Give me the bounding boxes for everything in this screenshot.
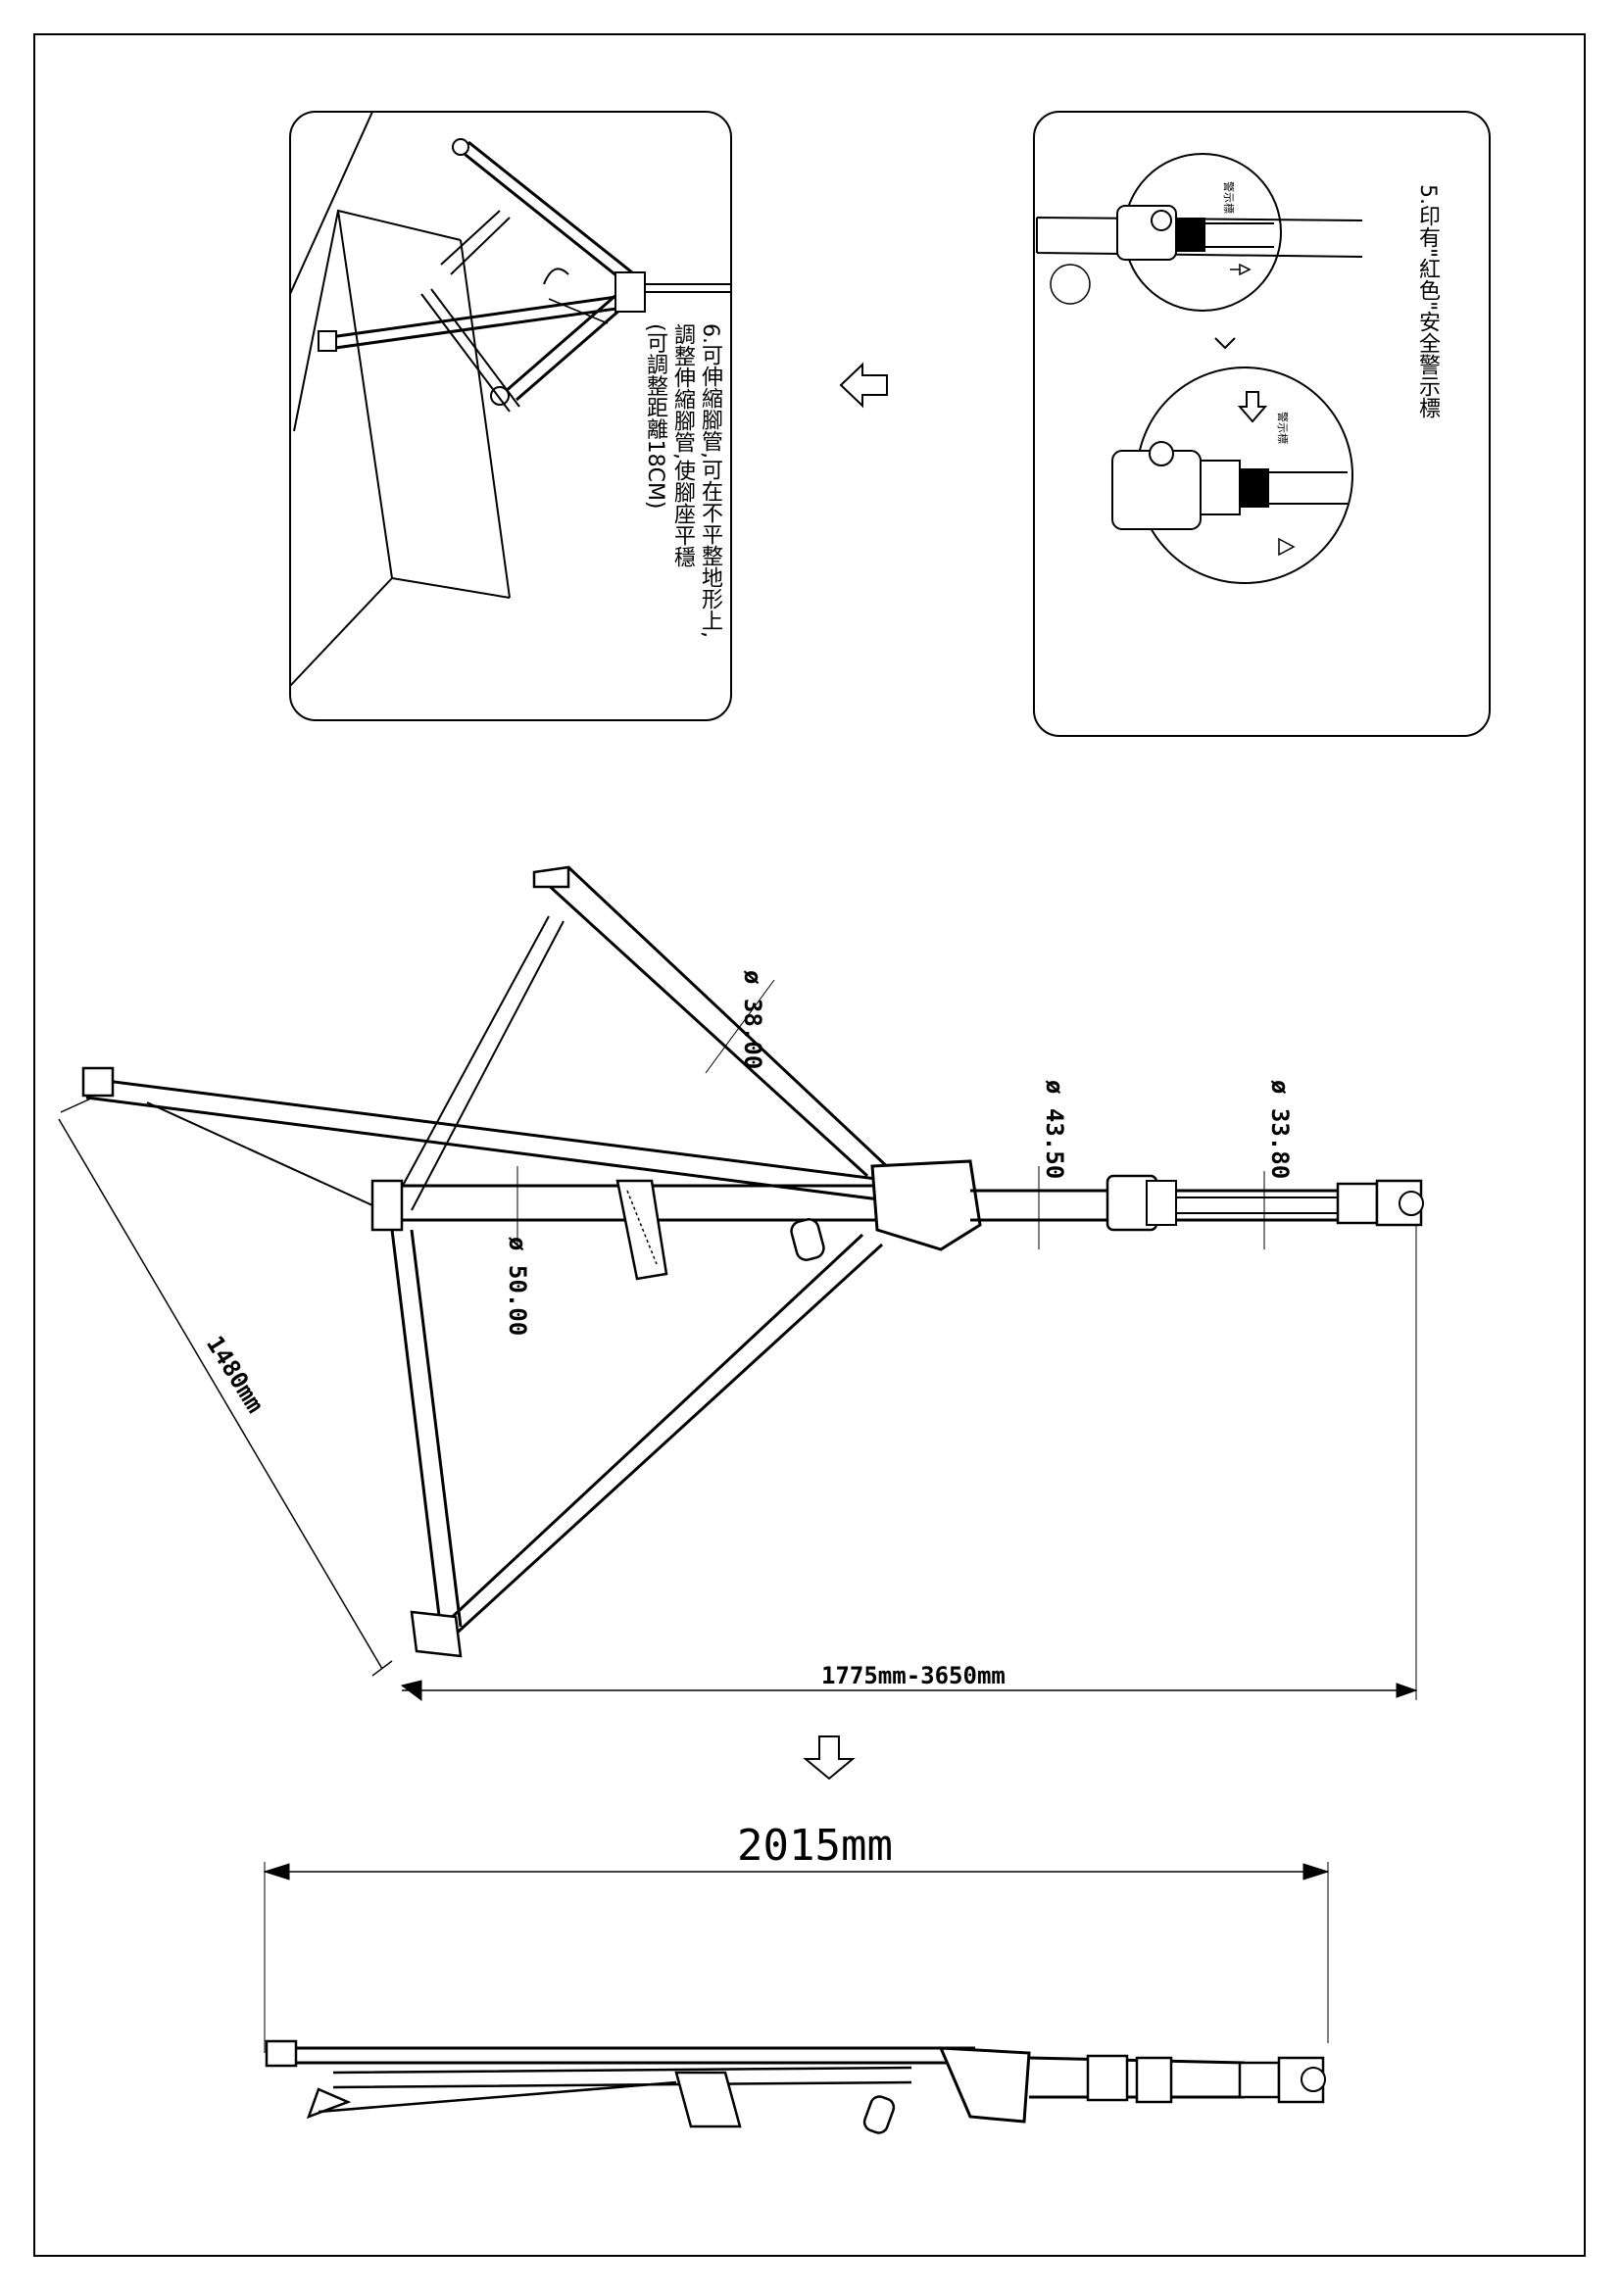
note-left-2: 調整伸縮腳管,使腳座平穩 [670, 323, 695, 567]
down-arrow-icon [803, 1735, 856, 1781]
dim-mid-tube: ø 43.50 [1041, 1080, 1068, 1179]
callout-bottom: 警示標 [1276, 412, 1290, 444]
dim-upper-tube: ø 38.00 [739, 970, 766, 1069]
note-right: 5.印有"紅色"安全警示標 [1415, 184, 1440, 419]
safety-mark-panel [1033, 111, 1491, 737]
stand-folded-view [263, 1862, 1330, 2134]
dim-top-tube: ø 33.80 [1266, 1080, 1294, 1179]
dim-main-tube: ø 50.00 [504, 1237, 531, 1336]
left-arrow-icon [839, 362, 888, 409]
dim-folded-length: 2015mm [737, 1821, 893, 1871]
callout-top: 警示標 [1222, 181, 1236, 214]
dim-leg-length: 1480mm [201, 1331, 270, 1417]
note-left-3: (可調整距離18CM) [643, 323, 667, 510]
stand-open-view [58, 865, 1424, 1701]
dim-height-range: 1775mm-3650mm [821, 1662, 1006, 1689]
leg-adjustment-panel [289, 111, 732, 721]
note-left-1: 6.可伸縮腳管,可在不平整地形上, [698, 323, 722, 638]
page-border [33, 33, 1586, 2257]
